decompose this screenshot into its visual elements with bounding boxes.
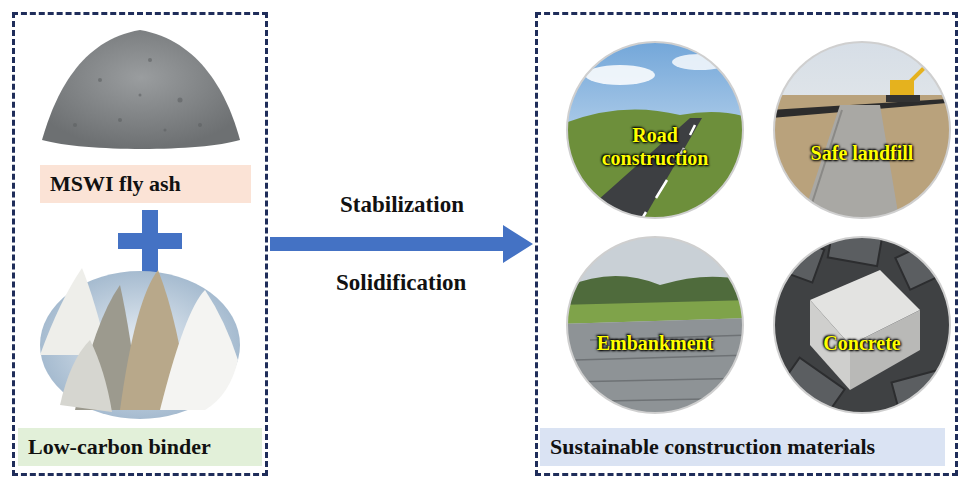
circle-label: Safe landfill (792, 142, 932, 165)
image-circle: Safe landfill (774, 42, 950, 218)
label-band: Low-carbon binder (18, 428, 262, 466)
label-band: Sustainable construction materials (540, 428, 945, 466)
landfill-image (770, 35, 960, 225)
concrete-image (765, 228, 960, 420)
label-band: MSWI fly ash (40, 165, 251, 203)
process-arrow (270, 225, 533, 263)
process-label: Solidification (336, 270, 466, 296)
embankment-image (560, 230, 750, 420)
road-image (560, 35, 750, 225)
circle-label: Road construction (585, 124, 725, 170)
dashed-panel: Sustainable construction materials Road c… (535, 12, 958, 476)
dashed-panel: MSWI fly ashLow-carbon binder (12, 12, 268, 476)
circle-label: Embankment (580, 332, 730, 355)
binder-image (40, 268, 240, 419)
process-label: Stabilization (340, 192, 464, 218)
image-circle: Concrete (774, 237, 950, 413)
image-circle: Road construction (567, 42, 743, 218)
image-circle: Embankment (567, 237, 743, 413)
circle-label: Concrete (787, 332, 937, 355)
plus-sign (118, 210, 182, 272)
fly-ash-image (42, 30, 240, 149)
